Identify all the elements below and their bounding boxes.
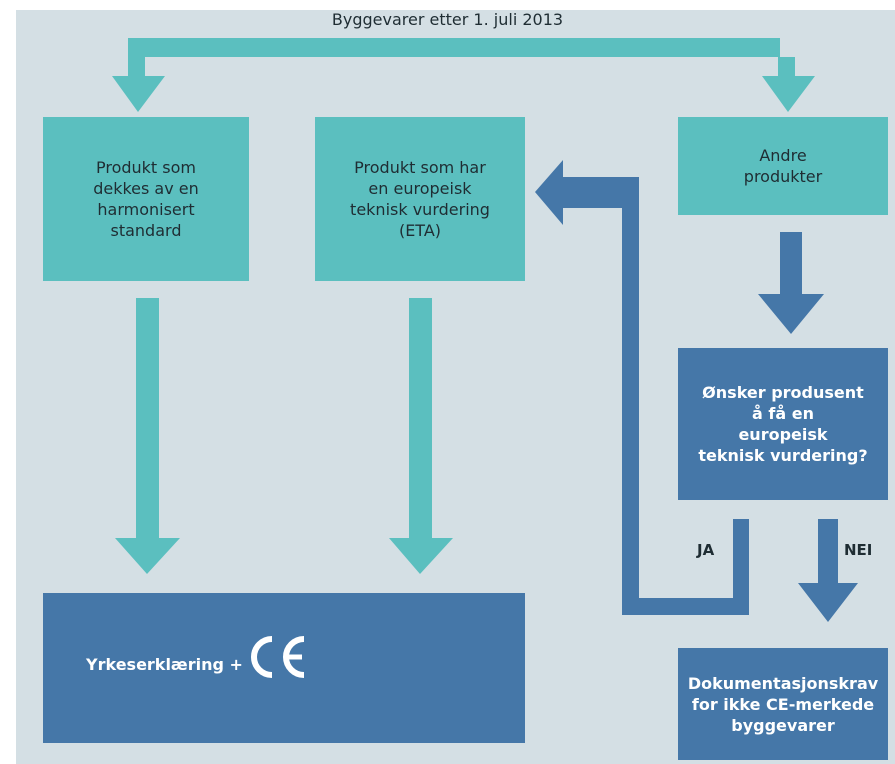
label-no: NEI <box>844 541 873 559</box>
label-yes: JA <box>697 541 715 559</box>
box-documentation-requirements: Dokumentasjonskrav for ikke CE-merkede b… <box>678 648 888 760</box>
ce-mark-logo <box>251 636 305 678</box>
declaration-label: Yrkeserklæring + <box>86 655 243 674</box>
down-arrow-eta <box>389 298 453 574</box>
box-eta-label: Produkt som har en europeisk teknisk vur… <box>350 158 490 240</box>
nei-arrow <box>798 519 858 622</box>
box-question-label: Ønsker produsent å få en europeisk tekni… <box>698 383 868 465</box>
box-doc-label: Dokumentasjonskrav for ikke CE-merkede b… <box>687 673 879 735</box>
box-question: Ønsker produsent å få en europeisk tekni… <box>678 348 888 500</box>
box-eta: Produkt som har en europeisk teknisk vur… <box>315 117 525 281</box>
box-other-products: Andre produkter <box>678 117 888 215</box>
box-harmonised-label: Produkt som dekkes av en harmonisert sta… <box>93 158 199 240</box>
ja-loop-arrow <box>535 160 749 615</box>
down-arrow-other <box>758 232 824 334</box>
down-arrow-harmonised <box>115 298 180 574</box>
box-declaration <box>43 593 525 743</box>
diagram-title: Byggevarer etter 1. juli 2013 <box>331 10 564 29</box>
box-other-label: Andre produkter <box>743 146 823 186</box>
box-harmonised-standard: Produkt som dekkes av en harmonisert sta… <box>43 117 249 281</box>
top-bracket-arrow <box>112 38 815 112</box>
